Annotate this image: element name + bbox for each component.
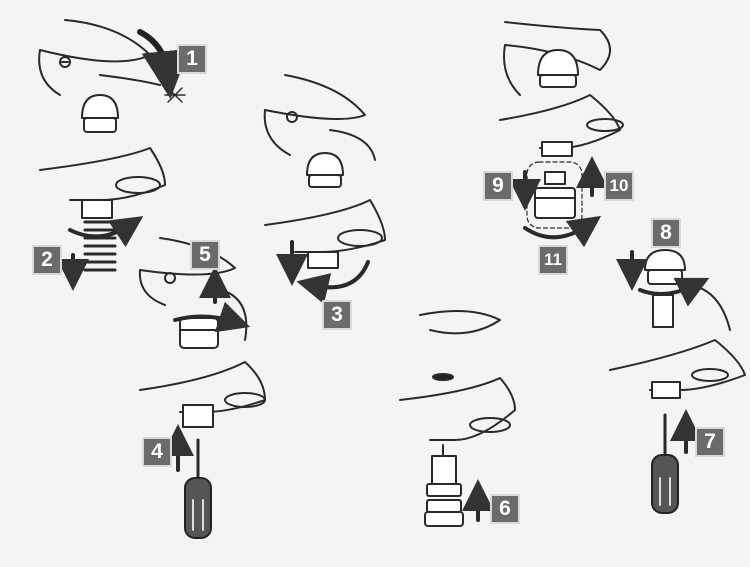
panel-b-arrow-rotate <box>296 260 370 305</box>
panel-c-spout <box>499 94 624 157</box>
panel-c-arrow-step11 <box>523 215 602 248</box>
step-badge-10: 10 <box>604 171 634 201</box>
panel-a-arrow-rotate <box>68 216 144 248</box>
panel-d-cartridge-nut <box>179 317 219 349</box>
step-badge-8: 8 <box>651 218 681 248</box>
panel-a-small-cap-icon <box>164 87 186 103</box>
panel-e-faucet <box>399 310 516 441</box>
panel-d-screwdriver <box>184 438 212 539</box>
step-badge-3: 3 <box>322 300 352 330</box>
panel-c-cartridge <box>526 161 583 229</box>
panel-a-handle-cap <box>81 94 119 133</box>
step-badge-1: 1 <box>177 44 207 74</box>
panel-f-cap <box>644 249 686 328</box>
step-badge-9: 9 <box>483 171 513 201</box>
panel-c-handle-cap <box>537 49 579 88</box>
step-badge-2: 2 <box>32 245 62 275</box>
panel-b-spout <box>264 199 386 269</box>
panel-a-arrow-step1 <box>137 29 190 99</box>
step-badge-11: 11 <box>538 245 568 275</box>
panel-a-spout <box>39 147 166 201</box>
step-badge-4: 4 <box>142 437 172 467</box>
panel-f-arrow-rotate <box>638 277 710 307</box>
panel-d-spout <box>139 361 266 428</box>
step-badge-7: 7 <box>695 427 725 457</box>
panel-a-threaded-cartridge <box>81 199 117 272</box>
panel-d-arrow-rotate <box>173 301 251 333</box>
panel-b-faucet-top <box>263 74 376 161</box>
panel-b-handle-cap <box>306 152 344 188</box>
panel-f-spout <box>609 284 746 399</box>
step-badge-6: 6 <box>490 494 520 524</box>
panel-e-cartridge <box>424 444 464 527</box>
step-badge-5: 5 <box>190 240 220 270</box>
panel-f-screwdriver <box>651 413 679 514</box>
